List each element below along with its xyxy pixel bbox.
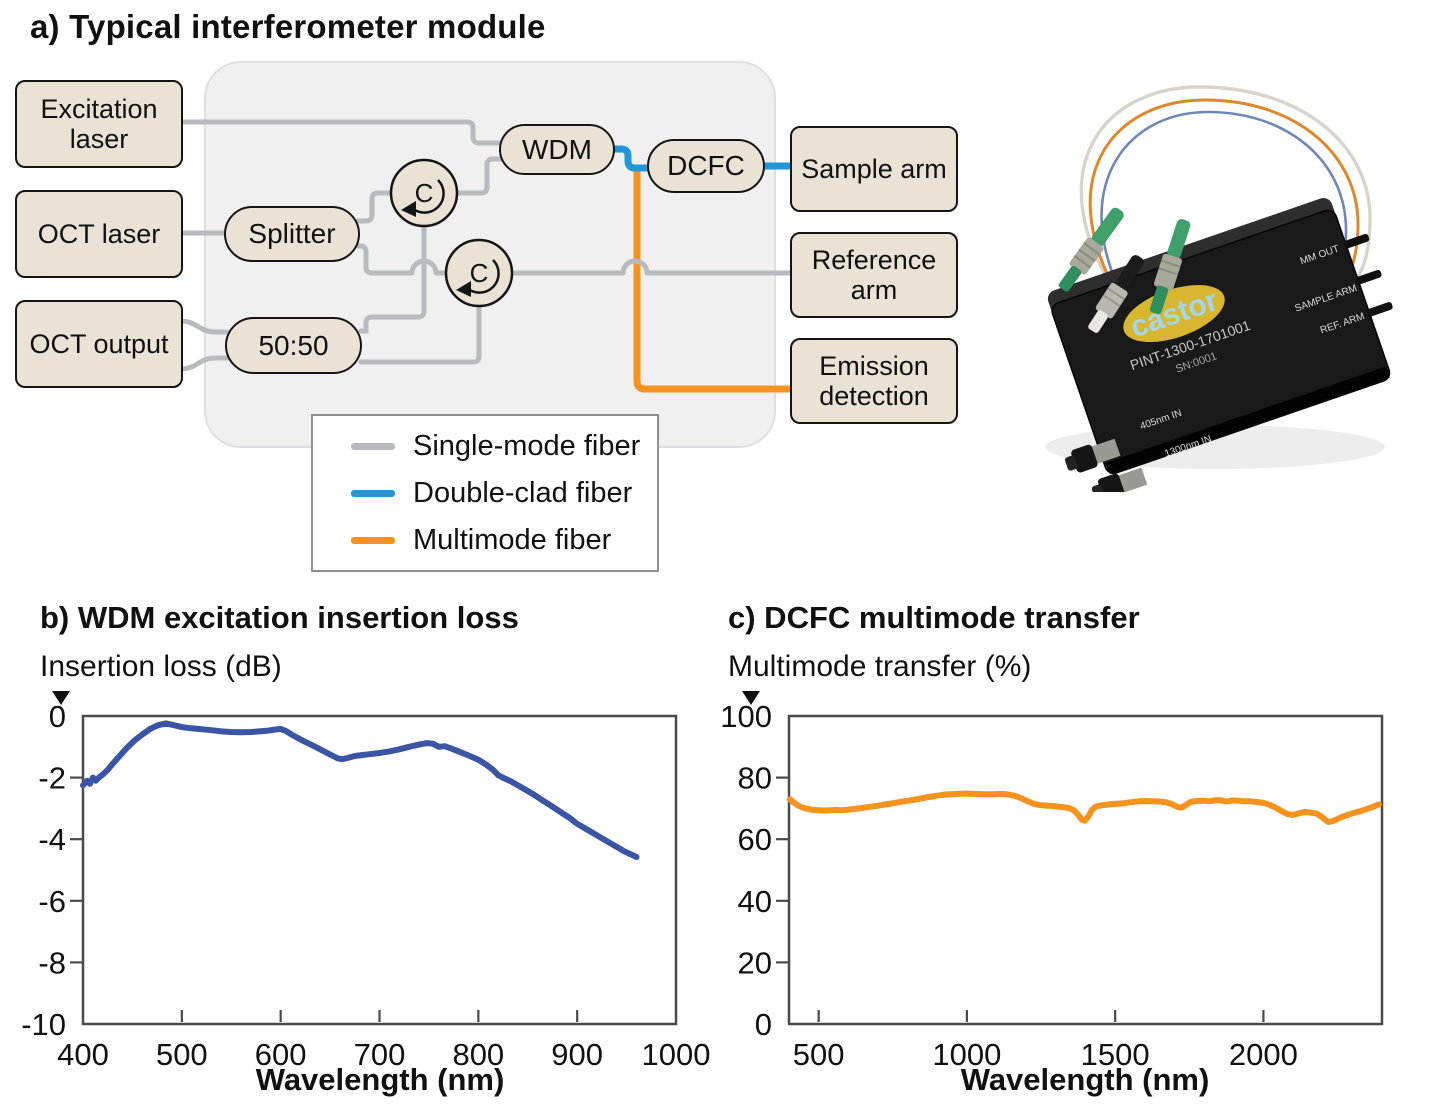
svg-text:1000: 1000: [932, 1037, 1001, 1072]
box-excitation-laser: Excitation laser: [15, 80, 183, 168]
single-mode-fiber-paths: [177, 119, 795, 372]
svg-text:-2: -2: [38, 761, 66, 796]
svg-text:700: 700: [354, 1037, 406, 1072]
svg-text:20: 20: [738, 945, 772, 980]
svg-text:500: 500: [156, 1037, 208, 1072]
device-photo: castor PINT-1300-1701001 SN:0001 MM OUT …: [1045, 85, 1393, 492]
axis-pointer-icon: [742, 691, 760, 705]
svg-text:60: 60: [738, 822, 772, 857]
svg-text:500: 500: [793, 1037, 845, 1072]
input-receptacles: [1064, 438, 1148, 492]
svg-text:-10: -10: [21, 1007, 66, 1042]
svg-text:900: 900: [551, 1037, 603, 1072]
single-mode-swatch: [351, 442, 395, 450]
double-clad-swatch: [351, 489, 395, 497]
svg-text:-8: -8: [38, 945, 66, 980]
svg-text:100: 100: [720, 699, 772, 734]
panel-c-title: c) DCFC multimode transfer: [728, 600, 1140, 635]
box-sample-arm: Sample arm: [790, 126, 958, 212]
svg-text:2000: 2000: [1229, 1037, 1298, 1072]
panel-a-title: a) Typical interferometer module: [30, 8, 546, 45]
svg-text:600: 600: [255, 1037, 307, 1072]
svg-text:0: 0: [755, 1007, 772, 1042]
node-splitter: Splitter: [224, 206, 360, 262]
svg-text:800: 800: [452, 1037, 504, 1072]
logo-badge: [1123, 285, 1225, 343]
svg-text:-6: -6: [38, 884, 66, 919]
box-emission-detection: Emission detection: [790, 338, 958, 424]
legend-label: Single-mode fiber: [413, 429, 641, 462]
svg-text:80: 80: [738, 761, 772, 796]
panel-b-title: b) WDM excitation insertion loss: [40, 600, 519, 635]
svg-text:-4: -4: [38, 822, 66, 857]
svg-text:1000: 1000: [642, 1037, 711, 1072]
chart-insertion-loss: 400 500 600 700 800 900 1000 0 -2 -4 -6 -8 -10: [21, 699, 711, 1072]
node-5050-coupler: 50:50: [225, 317, 362, 374]
circulator-2: C: [444, 238, 514, 308]
svg-text:0: 0: [49, 699, 66, 734]
circulator-1-label: C: [415, 178, 434, 208]
box-oct-output: OCT output: [15, 300, 183, 388]
legend-item-multimode: Multimode fiber: [351, 524, 657, 557]
legend-label: Multimode fiber: [413, 523, 612, 556]
multimode-swatch: [351, 536, 395, 544]
legend-item-double-clad: Double-clad fiber: [351, 477, 657, 510]
box-reference-arm: Reference arm: [790, 232, 958, 318]
circulator-1: C: [389, 158, 459, 228]
fiber-connectors: [1058, 207, 1191, 333]
panel-c-ylabel: Multimode transfer (%): [728, 650, 1032, 683]
node-dcfc: DCFC: [647, 139, 765, 193]
panel-b-xlabel: Wavelength (nm): [255, 1062, 505, 1097]
axis-pointer-icon: [52, 691, 70, 705]
device-body: castor PINT-1300-1701001 SN:0001 MM OUT …: [1047, 198, 1393, 492]
svg-text:1500: 1500: [1081, 1037, 1150, 1072]
panel-c-xlabel: Wavelength (nm): [960, 1062, 1210, 1097]
legend-label: Double-clad fiber: [413, 476, 633, 509]
fiber-legend: Single-mode fiber Double-clad fiber Mult…: [311, 414, 659, 572]
box-oct-laser: OCT laser: [15, 190, 183, 278]
svg-text:40: 40: [738, 884, 772, 919]
circulator-2-label: C: [470, 258, 489, 288]
panel-b-ylabel: Insertion loss (dB): [40, 650, 282, 683]
svg-text:400: 400: [57, 1037, 109, 1072]
legend-item-single-mode: Single-mode fiber: [351, 430, 657, 463]
double-clad-fiber-paths: [609, 145, 796, 172]
chart-multimode-transfer: 500 1000 1500 2000 100 80 60 40 20 0: [720, 699, 1384, 1072]
node-wdm: WDM: [499, 124, 615, 175]
multimode-fiber-path: [633, 166, 796, 393]
